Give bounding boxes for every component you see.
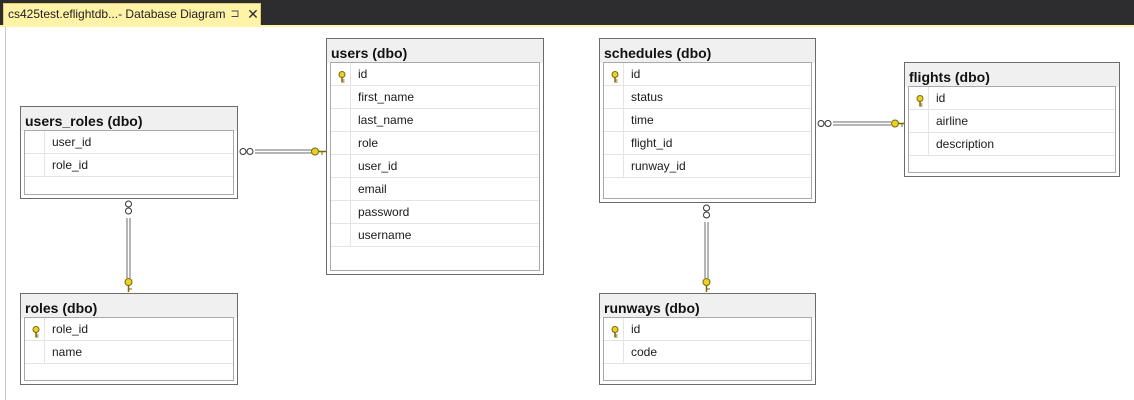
primary-key-icon xyxy=(610,323,620,338)
column-name: role_id xyxy=(52,158,89,172)
row-selector[interactable] xyxy=(909,87,929,109)
table-title: roles (dbo) xyxy=(21,294,237,318)
column-name: user_id xyxy=(52,135,92,149)
column-name: code xyxy=(631,345,658,359)
table-title: runways (dbo) xyxy=(600,294,815,318)
document-tab[interactable]: cs425test.eflightdb...- Database Diagram… xyxy=(3,3,261,25)
close-tab-icon[interactable]: ✕ xyxy=(247,6,259,22)
row-selector[interactable] xyxy=(331,86,351,108)
column-row[interactable]: airline xyxy=(909,110,1115,133)
row-selector[interactable] xyxy=(331,63,351,85)
table-title: users_roles (dbo) xyxy=(21,107,237,131)
column-row[interactable]: email xyxy=(331,178,539,201)
row-selector[interactable] xyxy=(604,63,624,85)
row-selector[interactable] xyxy=(604,109,624,131)
column-name: id xyxy=(358,67,368,81)
row-selector[interactable] xyxy=(604,132,624,154)
column-row[interactable]: id xyxy=(909,87,1115,110)
primary-key-icon xyxy=(337,68,347,83)
primary-key-icon xyxy=(610,68,620,83)
table-users-roles[interactable]: users_roles (dbo) user_id role_id xyxy=(20,106,238,199)
row-selector[interactable] xyxy=(331,155,351,177)
row-selector[interactable] xyxy=(331,201,351,223)
row-selector[interactable] xyxy=(331,109,351,131)
primary-key-icon xyxy=(31,323,41,338)
column-grid: id status time flight_id runway_id xyxy=(603,62,812,199)
column-name: email xyxy=(358,182,387,196)
column-name: id xyxy=(631,67,641,81)
column-row[interactable]: time xyxy=(604,109,811,132)
column-name: role_id xyxy=(52,322,89,336)
column-row[interactable]: id xyxy=(604,63,811,86)
tab-title: cs425test.eflightdb...- Database Diagram xyxy=(8,7,226,21)
column-row[interactable]: role xyxy=(331,132,539,155)
column-name: role xyxy=(358,136,379,150)
column-row[interactable]: first_name xyxy=(331,86,539,109)
column-name: description xyxy=(936,137,995,151)
table-title: flights (dbo) xyxy=(905,63,1119,87)
row-selector[interactable] xyxy=(331,224,351,246)
column-name: status xyxy=(631,90,664,104)
column-name: time xyxy=(631,113,654,127)
row-selector[interactable] xyxy=(331,178,351,200)
document-tab-bar: cs425test.eflightdb...- Database Diagram… xyxy=(0,0,1134,25)
column-row[interactable]: status xyxy=(604,86,811,109)
table-runways[interactable]: runways (dbo) id code xyxy=(599,293,816,385)
row-selector[interactable] xyxy=(331,132,351,154)
tab-accent-strip xyxy=(0,25,1134,27)
primary-key-icon xyxy=(915,92,925,107)
column-row[interactable]: id xyxy=(331,63,539,86)
row-selector[interactable] xyxy=(25,131,45,153)
column-name: user_id xyxy=(358,159,398,173)
row-selector[interactable] xyxy=(604,86,624,108)
column-row[interactable]: id xyxy=(604,318,811,341)
column-row[interactable]: password xyxy=(331,201,539,224)
column-name: last_name xyxy=(358,113,414,127)
row-selector[interactable] xyxy=(909,133,929,155)
table-title: users (dbo) xyxy=(327,39,543,63)
column-name: id xyxy=(936,91,946,105)
column-name: airline xyxy=(936,114,969,128)
row-selector[interactable] xyxy=(909,110,929,132)
column-row[interactable]: flight_id xyxy=(604,132,811,155)
row-selector[interactable] xyxy=(604,318,624,340)
column-grid: id airline description xyxy=(908,86,1116,173)
column-name: username xyxy=(358,228,412,242)
column-name: flight_id xyxy=(631,136,673,150)
column-name: id xyxy=(631,322,641,336)
column-grid: id code xyxy=(603,317,812,381)
column-row[interactable]: runway_id xyxy=(604,155,811,178)
row-selector[interactable] xyxy=(604,155,624,177)
row-selector[interactable] xyxy=(25,341,45,363)
pin-icon[interactable]: ⊐ xyxy=(230,8,240,20)
column-row[interactable]: description xyxy=(909,133,1115,156)
column-row[interactable]: user_id xyxy=(331,155,539,178)
column-row[interactable]: role_id xyxy=(25,154,233,177)
column-name: name xyxy=(52,345,83,359)
column-name: first_name xyxy=(358,90,415,104)
row-selector[interactable] xyxy=(604,341,624,363)
column-row[interactable]: last_name xyxy=(331,109,539,132)
column-grid: user_id role_id xyxy=(24,130,234,195)
column-row[interactable]: name xyxy=(25,341,233,364)
column-row[interactable]: user_id xyxy=(25,131,233,154)
column-row[interactable]: role_id xyxy=(25,318,233,341)
row-selector[interactable] xyxy=(25,318,45,340)
row-selector[interactable] xyxy=(25,154,45,176)
table-flights[interactable]: flights (dbo) id airline description xyxy=(904,62,1120,177)
table-title: schedules (dbo) xyxy=(600,39,815,63)
column-name: runway_id xyxy=(631,159,686,173)
column-row[interactable]: username xyxy=(331,224,539,247)
column-name: password xyxy=(358,205,410,219)
column-row[interactable]: code xyxy=(604,341,811,364)
